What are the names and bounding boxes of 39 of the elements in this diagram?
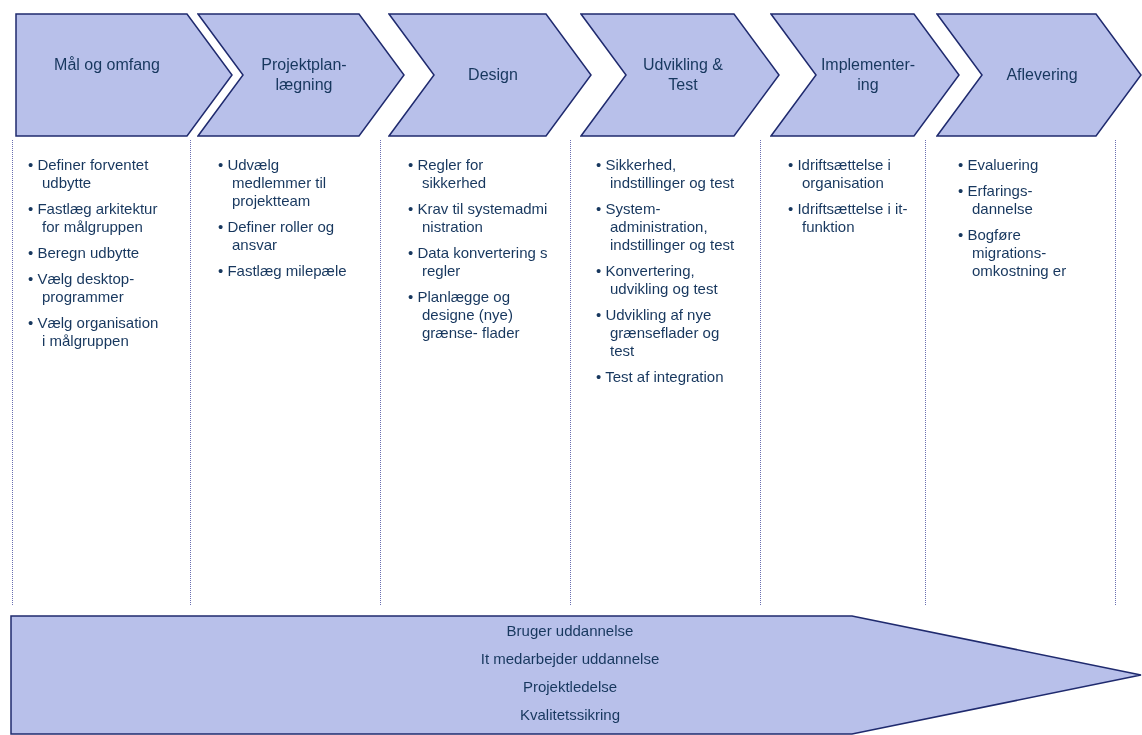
bullet-item: • Fastlæg arkitektur for målgruppen: [28, 200, 159, 236]
bullet-item: • Erfarings- dannelse: [958, 182, 1034, 218]
bullet-item: • Definer roller og ansvar: [218, 218, 336, 254]
band-label: Bruger uddannelse: [505, 621, 635, 641]
bullet-item: • Udvikling af nye grænseflader og test: [596, 306, 721, 360]
chevron-step: [388, 13, 592, 137]
bullet-item: • Fastlæg milepæle: [218, 262, 348, 280]
band-label: It medarbejder uddannelse: [479, 649, 661, 669]
bullet-item: • Evaluering: [958, 156, 1040, 174]
bullet-item: • System- administration, indstillinger og test: [596, 200, 736, 254]
bullet-item: • Vælg organisation i målgruppen: [28, 314, 160, 350]
bullet-item: • Sikkerhed, indstillinger og test: [596, 156, 736, 192]
step-label: Implementer- ing: [820, 55, 916, 95]
chevron-step: [197, 13, 405, 137]
bullet-item: • Beregn udbytte: [28, 244, 141, 262]
bullet-item: • Bogføre migrations- omkostning er: [958, 226, 1068, 280]
bullet-item: • Planlægge og designe (nye) grænse- flader: [408, 288, 521, 342]
bullet-item: • Test af integration: [596, 368, 725, 386]
bullet-item: • Vælg desktop- programmer: [28, 270, 136, 306]
bullet-item: • Udvælg medlemmer til projektteam: [218, 156, 328, 210]
bullet-item: • Idriftsættelse i organisation: [788, 156, 892, 192]
step-label: Mål og omfang: [53, 55, 161, 75]
step-label: Projektplan- lægning: [260, 55, 348, 95]
band-label: Projektledelse: [521, 677, 619, 697]
bullet-item: • Idriftsættelse i it-funktion: [788, 200, 909, 236]
band-label: Kvalitetssikring: [518, 705, 621, 725]
chevron-step: [936, 13, 1142, 137]
bullet-item: • Krav til systemadmi nistration: [408, 200, 548, 236]
step-label: Udvikling & Test: [642, 55, 724, 95]
step-label: Design: [467, 65, 519, 85]
arrow-band: [10, 615, 1142, 735]
bullet-item: • Data konvertering s regler: [408, 244, 548, 280]
chevron-step: [580, 13, 780, 137]
bullet-item: • Regler for sikkerhed: [408, 156, 488, 192]
step-label: Aflevering: [1005, 65, 1079, 85]
chevron-step: [770, 13, 960, 137]
chevron-step: [15, 13, 233, 137]
bullet-item: • Konvertering, udvikling og test: [596, 262, 719, 298]
bullet-item: • Definer forventet udbytte: [28, 156, 150, 192]
